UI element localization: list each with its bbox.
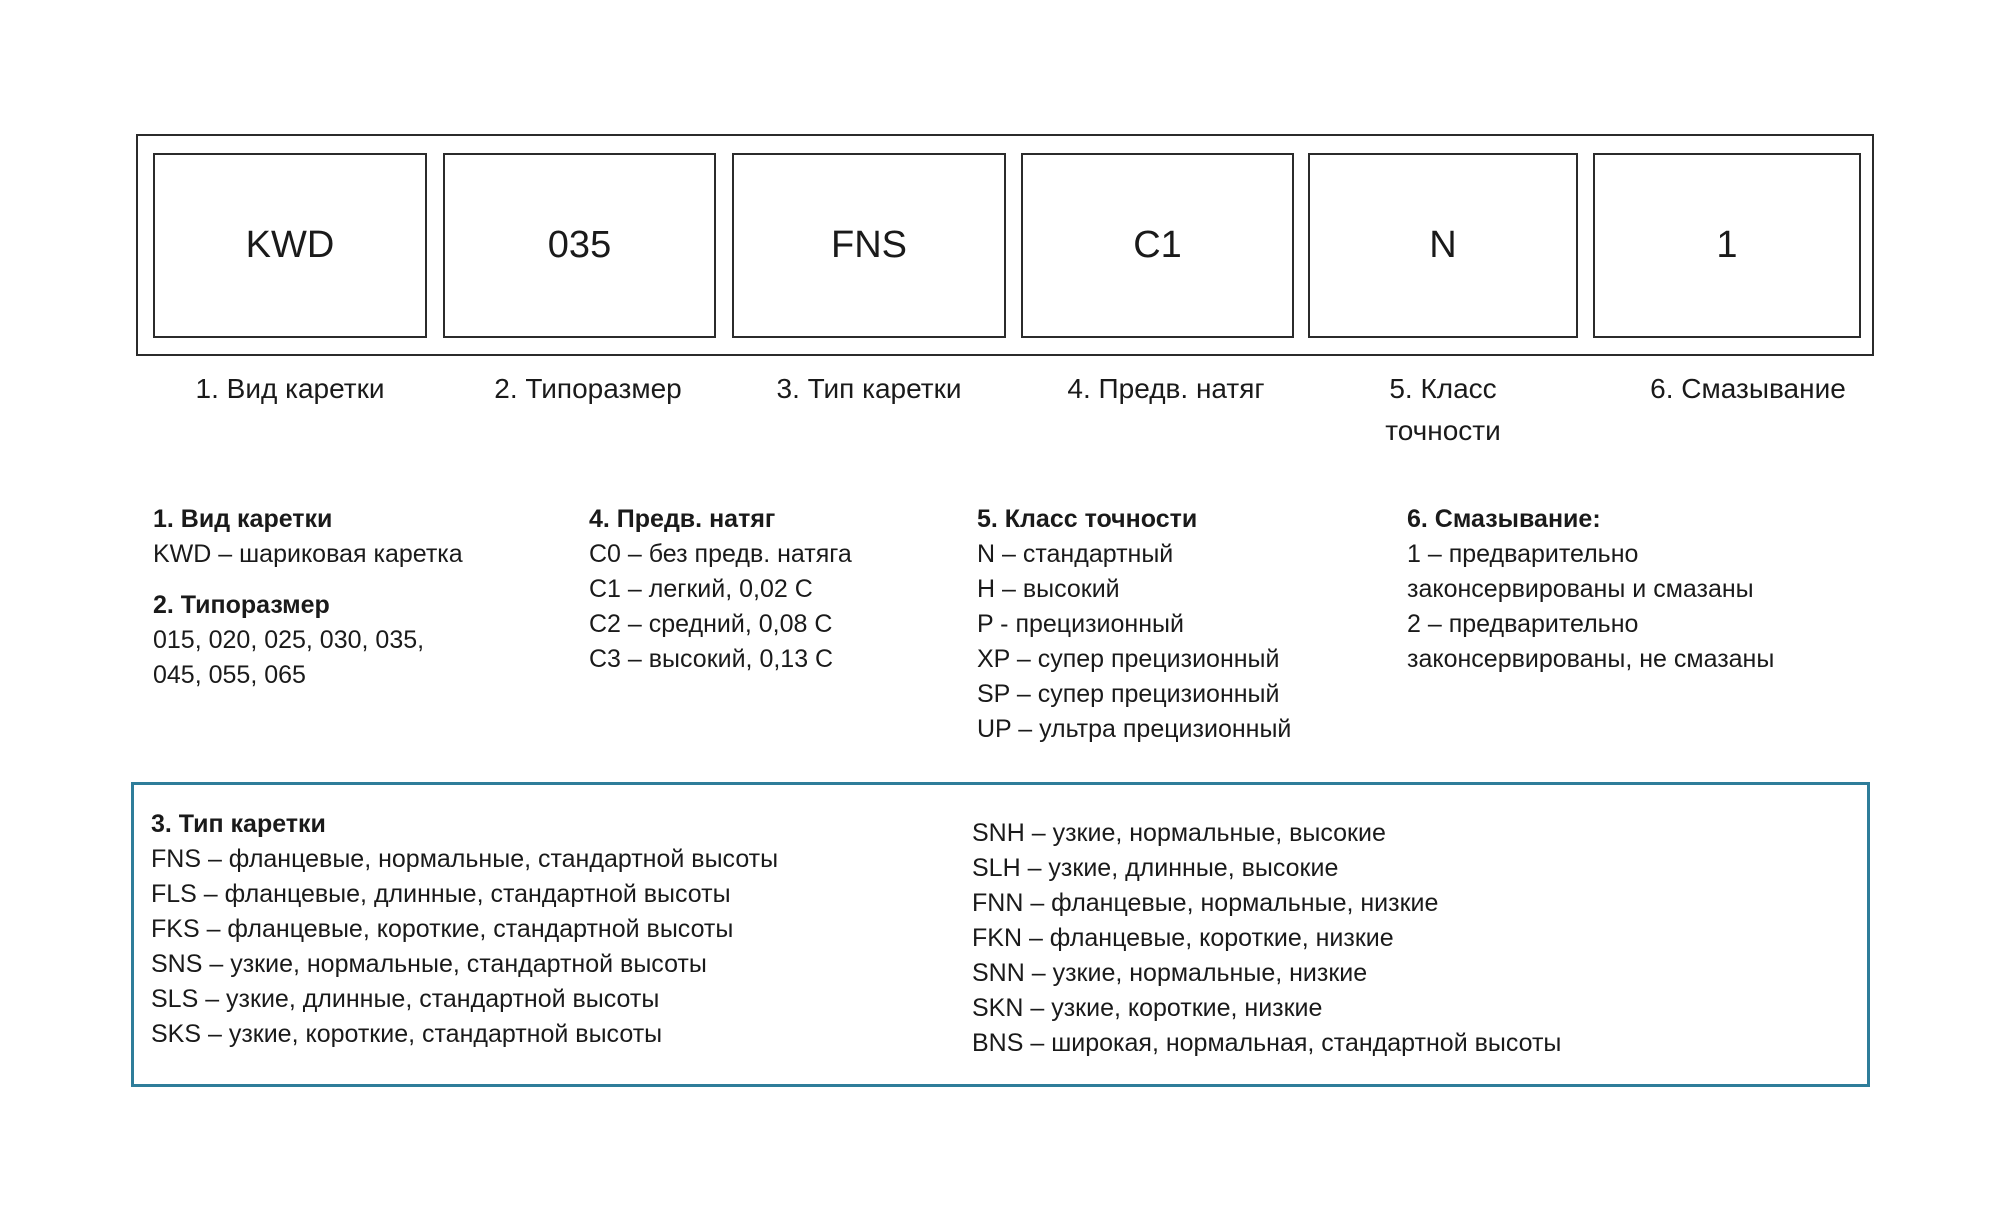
legend-lubrication-item: законсервированы, не смазаны bbox=[1407, 645, 1775, 673]
legend-carriage-kind: 1. Вид каретки KWD – шариковая каретка bbox=[153, 502, 463, 572]
legend-size: 2. Типоразмер 015, 020, 025, 030, 035, 0… bbox=[153, 588, 424, 693]
code-segment-size: 035 bbox=[443, 153, 716, 338]
designation-code-frame bbox=[136, 134, 1874, 356]
legend-lubrication-item: законсервированы и смазаны bbox=[1407, 575, 1754, 603]
legend-carriage-type-item: SNN – узкие, нормальные, низкие bbox=[972, 959, 1368, 987]
legend-carriage-type-item: FNN – фланцевые, нормальные, низкие bbox=[972, 889, 1439, 917]
legend-carriage-type-title: 3. Тип каретки bbox=[151, 810, 326, 838]
legend-preload-item: C2 – средний, 0,08 C bbox=[589, 610, 833, 638]
code-segment-lubrication: 1 bbox=[1593, 153, 1861, 338]
legend-accuracy-item: N – стандартный bbox=[977, 540, 1174, 568]
code-label-accuracy: 5. Класс точности bbox=[1385, 373, 1501, 446]
code-label-lubrication: 6. Смазывание bbox=[1650, 373, 1846, 404]
legend-carriage-type-item: SLH – узкие, длинные, высокие bbox=[972, 854, 1339, 882]
legend-preload-item: C1 – легкий, 0,02 C bbox=[589, 575, 813, 603]
code-label-preload: 4. Предв. натяг bbox=[1067, 373, 1265, 404]
legend-lubrication: 6. Смазывание: 1 – предварительно законс… bbox=[1407, 502, 1774, 677]
legend-carriage-type-item: SLS – узкие, длинные, стандартной высоты bbox=[151, 985, 660, 1013]
legend-carriage-type-right: SNH – узкие, нормальные, высокие SLH – у… bbox=[972, 816, 1561, 1061]
legend-accuracy-item: SP – супер прецизионный bbox=[977, 680, 1280, 708]
legend-carriage-type-item: FNS – фланцевые, нормальные, стандартной… bbox=[151, 845, 779, 873]
legend-preload: 4. Предв. натяг C0 – без предв. натяга C… bbox=[589, 502, 852, 677]
code-label-carriage-kind: 1. Вид каретки bbox=[195, 373, 385, 404]
code-segment-accuracy: N bbox=[1308, 153, 1578, 338]
legend-size-item: 045, 055, 065 bbox=[153, 661, 306, 689]
code-segment-carriage-kind: KWD bbox=[153, 153, 427, 338]
legend-carriage-type-item: FLS – фланцевые, длинные, стандартной вы… bbox=[151, 880, 731, 908]
legend-carriage-type-item: FKN – фланцевые, короткие, низкие bbox=[972, 924, 1394, 952]
legend-accuracy-item: H – высокий bbox=[977, 575, 1120, 603]
legend-preload-item: C0 – без предв. натяга bbox=[589, 540, 852, 568]
legend-carriage-type-item: SKN – узкие, короткие, низкие bbox=[972, 994, 1323, 1022]
legend-carriage-type-item: SNH – узкие, нормальные, высокие bbox=[972, 819, 1386, 847]
legend-accuracy: 5. Класс точности N – стандартный H – вы… bbox=[977, 502, 1291, 747]
legend-size-item: 015, 020, 025, 030, 035, bbox=[153, 626, 425, 654]
code-segment-preload: C1 bbox=[1021, 153, 1294, 338]
code-label-carriage-type: 3. Тип каретки bbox=[776, 373, 962, 404]
legend-preload-item: C3 – высокий, 0,13 C bbox=[589, 645, 834, 673]
legend-lubrication-title: 6. Смазывание: bbox=[1407, 505, 1601, 533]
legend-carriage-type-left: 3. Тип каретки FNS – фланцевые, нормальн… bbox=[151, 807, 778, 1052]
legend-carriage-kind-title: 1. Вид каретки bbox=[153, 505, 333, 533]
legend-size-title: 2. Типоразмер bbox=[153, 591, 330, 619]
legend-accuracy-title: 5. Класс точности bbox=[977, 505, 1198, 533]
code-segment-carriage-type: FNS bbox=[732, 153, 1006, 338]
legend-carriage-kind-item: KWD – шариковая каретка bbox=[153, 540, 463, 568]
legend-lubrication-item: 1 – предварительно bbox=[1407, 540, 1639, 568]
legend-accuracy-item: XP – супер прецизионный bbox=[977, 645, 1280, 673]
legend-preload-title: 4. Предв. натяг bbox=[589, 505, 776, 533]
legend-carriage-type-item: SNS – узкие, нормальные, стандартной выс… bbox=[151, 950, 707, 978]
legend-lubrication-item: 2 – предварительно bbox=[1407, 610, 1639, 638]
code-label-size: 2. Типоразмер bbox=[494, 373, 682, 404]
legend-carriage-type-item: FKS – фланцевые, короткие, стандартной в… bbox=[151, 915, 734, 943]
legend-carriage-type-item: BNS – широкая, нормальная, стандартной в… bbox=[972, 1029, 1562, 1057]
legend-accuracy-item: UP – ультра прецизионный bbox=[977, 715, 1292, 743]
legend-carriage-type-item: SKS – узкие, короткие, стандартной высот… bbox=[151, 1020, 663, 1048]
legend-accuracy-item: P - прецизионный bbox=[977, 610, 1184, 638]
carriage-type-frame bbox=[131, 782, 1870, 1087]
